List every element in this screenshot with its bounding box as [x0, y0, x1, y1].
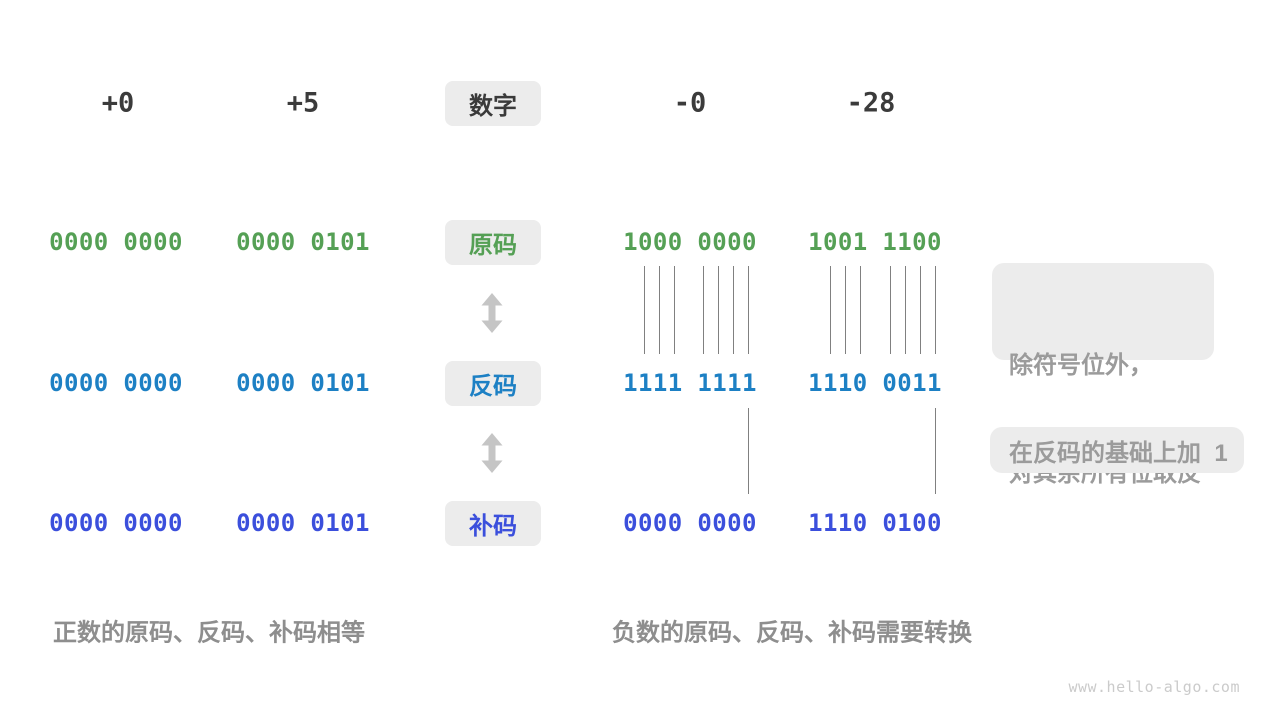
bit-mapping-line: [935, 408, 936, 494]
binary-sign-magnitude-plus-0: 0000 0000: [49, 228, 183, 256]
binary-twos-complement-plus-5: 0000 0101: [236, 509, 370, 537]
column-header-minus-28: -28: [846, 87, 896, 119]
caption-negative-numbers: 负数的原码、反码、补码需要转换: [612, 619, 972, 647]
tag-number: 数字: [445, 81, 541, 126]
tag-ones-complement: 反码: [445, 361, 541, 406]
annotation-add-one: 在反码的基础上加 1: [990, 427, 1244, 473]
annotation-invert-bits: 除符号位外， 对其余所有位取反: [992, 263, 1214, 487]
updown-arrow-icon: [481, 293, 503, 333]
bit-mapping-line: [659, 266, 660, 354]
site-watermark: www.hello-algo.com: [1068, 678, 1240, 696]
binary-sign-magnitude-plus-5: 0000 0101: [236, 228, 370, 256]
bit-mapping-line: [748, 408, 749, 494]
tag-sign-magnitude-label: 原码: [469, 232, 517, 259]
annotation-add-one-text: 在反码的基础上加 1: [1009, 439, 1228, 467]
column-header-plus-0: +0: [101, 87, 135, 119]
bit-mapping-line: [674, 266, 675, 354]
binary-twos-complement-minus-28: 1110 0100: [808, 509, 942, 537]
binary-ones-complement-plus-0: 0000 0000: [49, 369, 183, 397]
binary-twos-complement-plus-0: 0000 0000: [49, 509, 183, 537]
updown-arrow-icon: [481, 433, 503, 473]
bit-mapping-line: [890, 266, 891, 354]
binary-twos-complement-minus-0: 0000 0000: [623, 509, 757, 537]
bit-mapping-line: [830, 266, 831, 354]
tag-ones-complement-label: 反码: [469, 373, 517, 400]
column-header-minus-0: -0: [673, 87, 707, 119]
tag-number-label: 数字: [469, 93, 517, 120]
bit-mapping-line: [644, 266, 645, 354]
tag-sign-magnitude: 原码: [445, 220, 541, 265]
bit-mapping-line: [905, 266, 906, 354]
tag-twos-complement-label: 补码: [469, 513, 517, 540]
binary-ones-complement-minus-28: 1110 0011: [808, 369, 942, 397]
bit-mapping-line: [703, 266, 704, 354]
bit-mapping-line: [860, 266, 861, 354]
binary-sign-magnitude-minus-0: 1000 0000: [623, 228, 757, 256]
bit-mapping-line: [845, 266, 846, 354]
binary-ones-complement-plus-5: 0000 0101: [236, 369, 370, 397]
bit-mapping-line: [935, 266, 936, 354]
bit-mapping-line: [733, 266, 734, 354]
binary-sign-magnitude-minus-28: 1001 1100: [808, 228, 942, 256]
annotation-invert-bits-line1: 除符号位外，: [1009, 352, 1153, 379]
tag-twos-complement: 补码: [445, 501, 541, 546]
bit-mapping-line: [920, 266, 921, 354]
caption-positive-numbers: 正数的原码、反码、补码相等: [53, 619, 365, 647]
bit-mapping-line: [718, 266, 719, 354]
binary-ones-complement-minus-0: 1111 1111: [623, 369, 757, 397]
bit-mapping-line: [748, 266, 749, 354]
column-header-plus-5: +5: [286, 87, 320, 119]
